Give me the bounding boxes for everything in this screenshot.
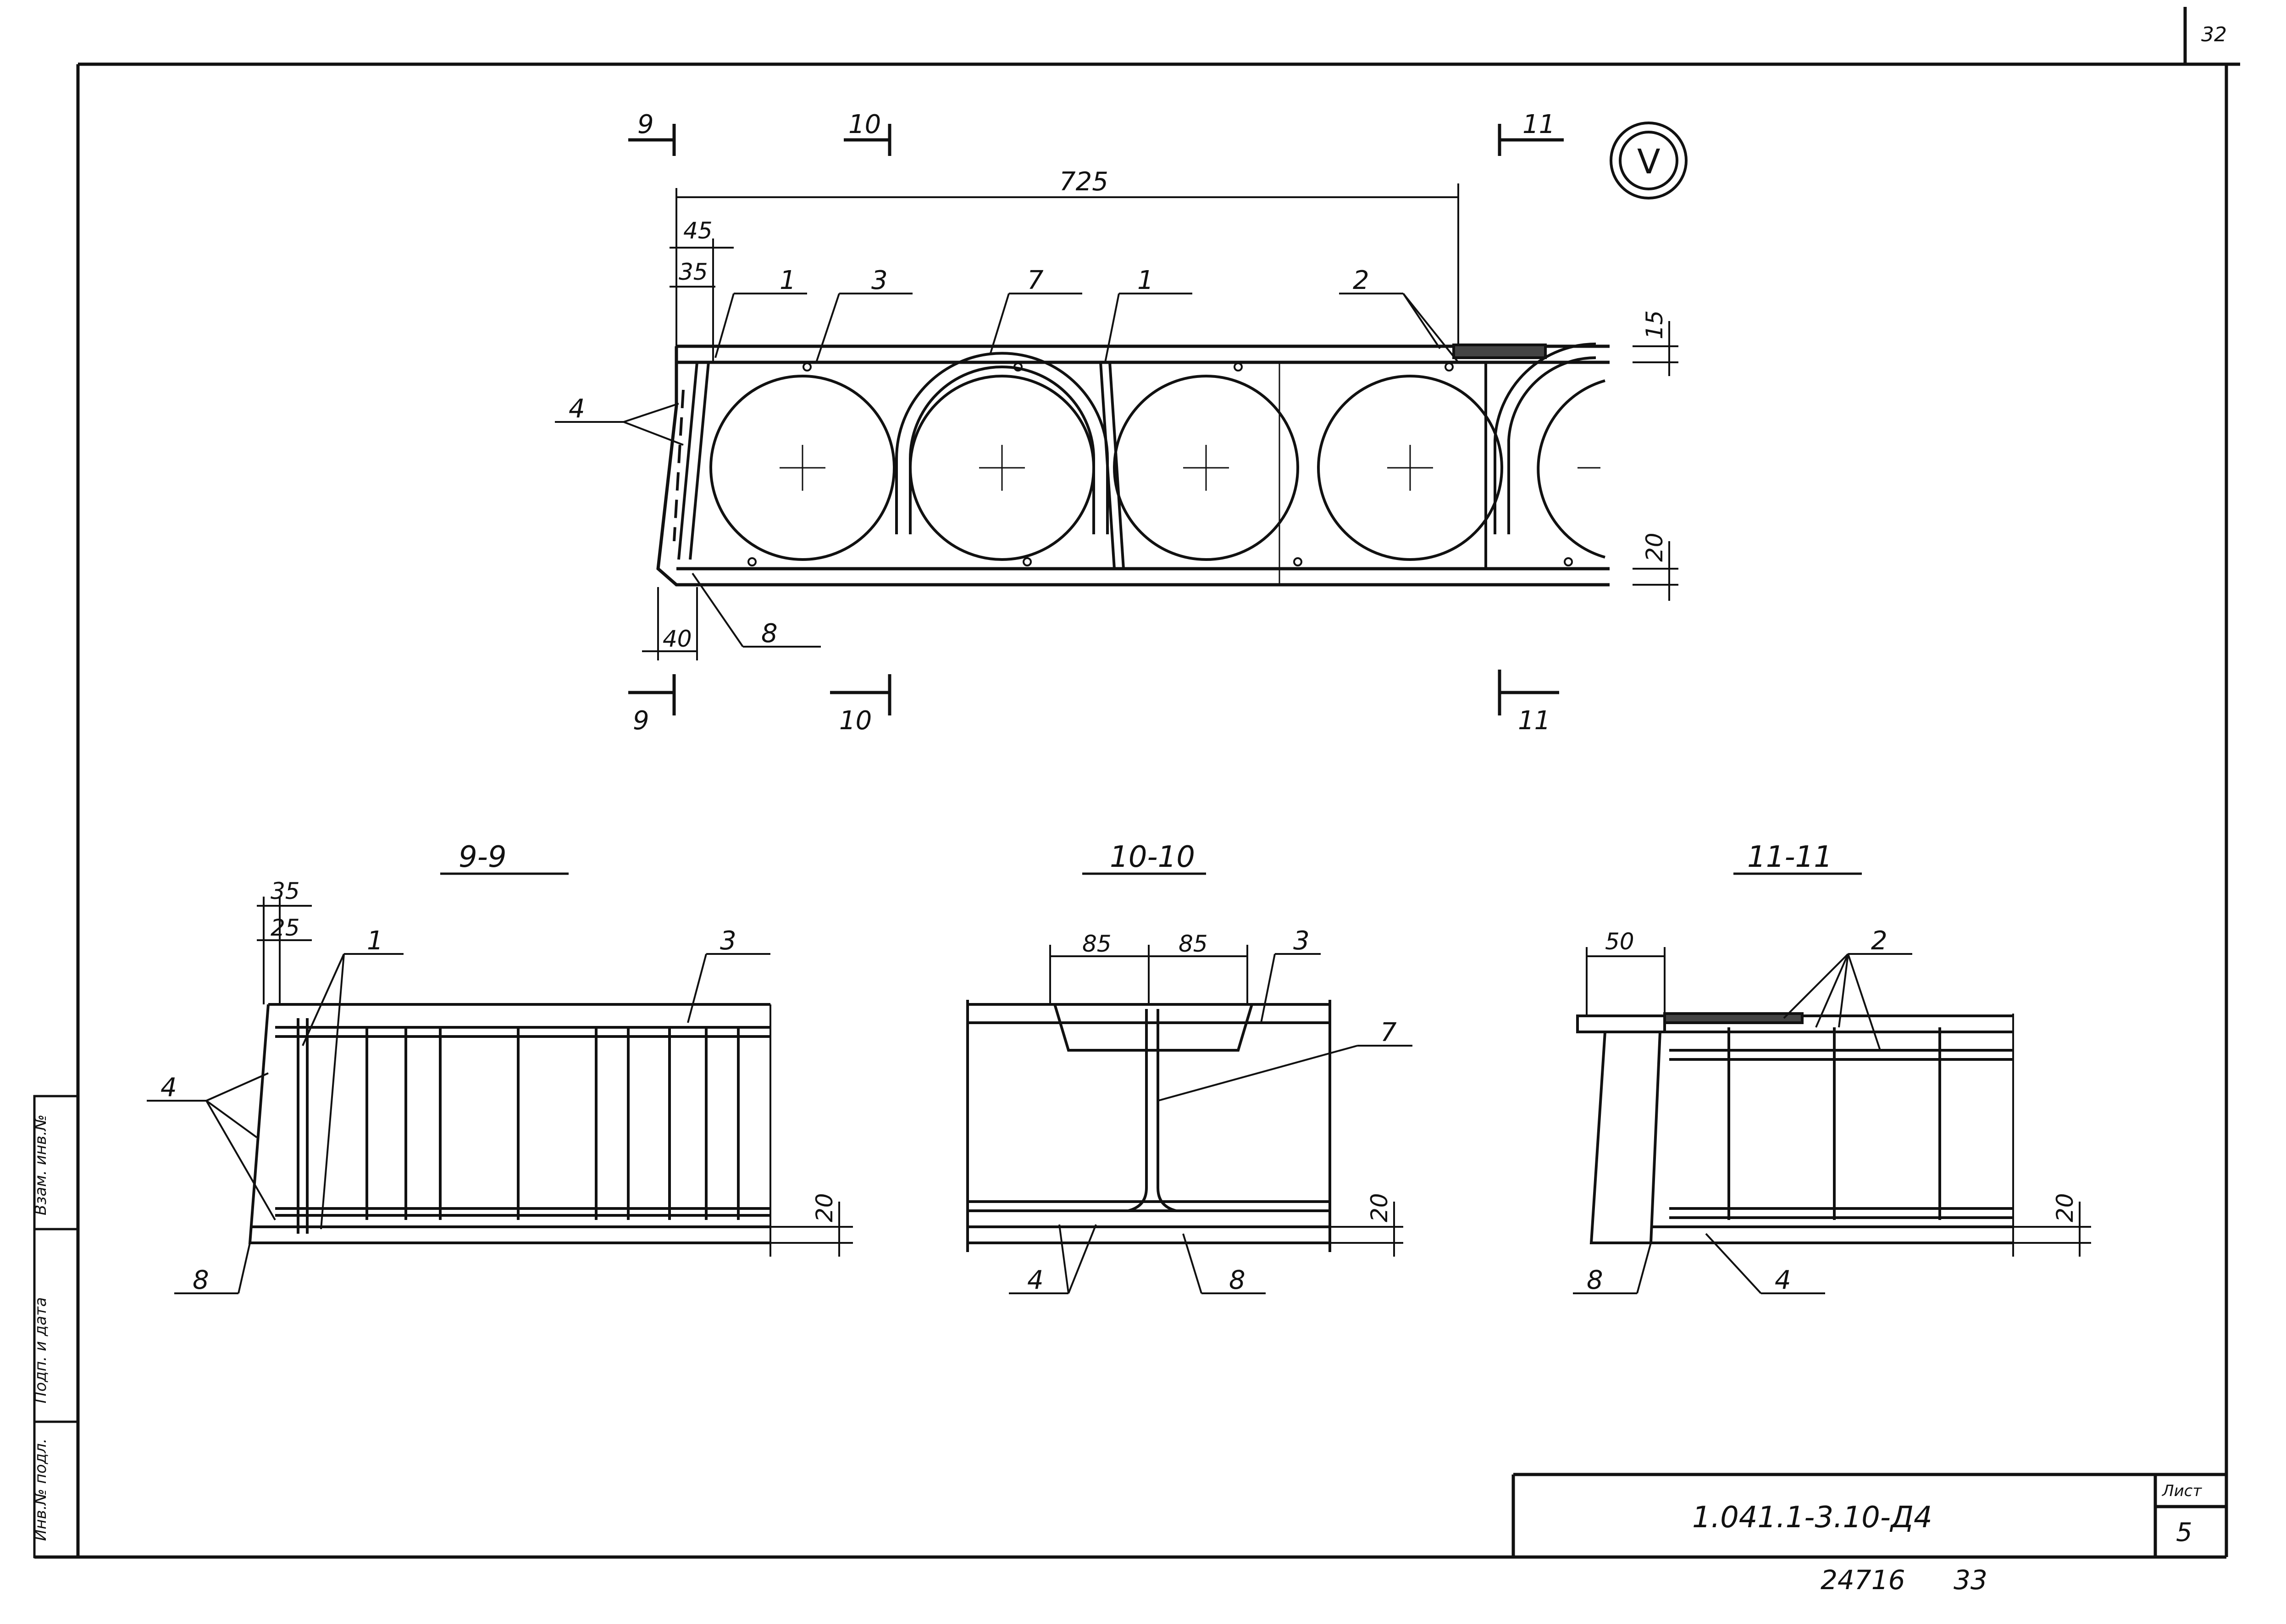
detail-mark-circle bbox=[1610, 122, 1688, 200]
dim-15: 15 bbox=[1641, 310, 1668, 339]
label-bar-7: 7 bbox=[1027, 266, 1044, 295]
dim-35: 35 bbox=[679, 259, 708, 285]
section-11-label-4: 4 bbox=[1775, 1265, 1791, 1295]
cut-11-top: 11 bbox=[1522, 110, 1555, 139]
side-stamp-replace: Взам. инв.№ bbox=[32, 1114, 50, 1215]
section-11-11: 11-11 bbox=[1573, 840, 2091, 1295]
cut-11-bottom: 11 bbox=[1518, 706, 1550, 736]
section-9-title: 9-9 bbox=[459, 840, 507, 874]
section-9-dim-20: 20 bbox=[811, 1193, 838, 1222]
title-block bbox=[1511, 1473, 2226, 1557]
sheet-frame bbox=[34, 7, 2240, 1559]
label-bar-4: 4 bbox=[569, 394, 585, 424]
section-11-title: 11-11 bbox=[1747, 840, 1832, 874]
side-stamp-sign: Подп. и дата bbox=[32, 1297, 50, 1403]
cut-9-top: 9 bbox=[637, 110, 654, 139]
main-leaders bbox=[555, 293, 1459, 648]
section-9-label-1: 1 bbox=[367, 926, 383, 956]
bar-dots bbox=[747, 362, 1573, 566]
section-9-9: 9-9 bbox=[147, 840, 853, 1295]
section-11-label-2: 2 bbox=[1871, 926, 1887, 956]
side-stamp bbox=[33, 1095, 79, 1558]
doc-code: 1.041.1-3.10-Д4 bbox=[1692, 1501, 1932, 1535]
section-11-stirrups bbox=[1727, 1027, 1941, 1220]
section-10-label-4: 4 bbox=[1027, 1265, 1044, 1295]
bottom-code: 24716 bbox=[1821, 1564, 1905, 1596]
dim-40: 40 bbox=[663, 626, 692, 652]
dim-20: 20 bbox=[1641, 532, 1668, 562]
detail-mark-label: V bbox=[1637, 142, 1661, 182]
section-10-label-7: 7 bbox=[1380, 1018, 1397, 1048]
section-9-stirrups bbox=[297, 1018, 740, 1234]
section-10-label-3: 3 bbox=[1293, 926, 1310, 956]
label-bar-3: 3 bbox=[871, 266, 888, 295]
section-9-dim-25: 25 bbox=[271, 915, 300, 941]
sheet-number: 5 bbox=[2176, 1518, 2192, 1547]
section-10-dim-85b: 85 bbox=[1179, 931, 1208, 957]
section-9-label-3: 3 bbox=[720, 926, 736, 956]
cut-10-top: 10 bbox=[848, 110, 881, 139]
section-11-dim-20: 20 bbox=[2052, 1193, 2078, 1222]
label-bar-1-mid: 1 bbox=[1137, 266, 1154, 295]
section-cut-markers bbox=[628, 124, 1564, 715]
main-dimensions bbox=[642, 183, 1678, 660]
cut-9-bottom: 9 bbox=[633, 706, 649, 736]
label-bar-1-left: 1 bbox=[780, 266, 796, 295]
section-9-label-4: 4 bbox=[161, 1073, 177, 1103]
section-10-title: 10-10 bbox=[1110, 840, 1195, 874]
section-10-dim-85a: 85 bbox=[1082, 931, 1112, 957]
page-number: 32 bbox=[2201, 23, 2227, 46]
reinforcement-bars bbox=[673, 342, 1596, 569]
dim-725: 725 bbox=[1059, 167, 1108, 197]
section-11-label-8: 8 bbox=[1587, 1265, 1603, 1295]
section-10-10: 10-10 85 85 bbox=[966, 840, 1412, 1295]
section-10-dim-20: 20 bbox=[1366, 1193, 1393, 1222]
dim-45: 45 bbox=[683, 217, 713, 244]
label-bar-2: 2 bbox=[1353, 266, 1369, 295]
sheet-label: Лист bbox=[2161, 1482, 2202, 1500]
section-9-label-8: 8 bbox=[193, 1265, 209, 1295]
main-section-view: V 725 45 35 40 15 20 1 3 7 1 2 4 8 9 10 … bbox=[555, 110, 1688, 736]
hollow-voids bbox=[709, 375, 1605, 561]
label-bar-8: 8 bbox=[761, 619, 778, 648]
section-11-dim-50: 50 bbox=[1605, 928, 1634, 955]
cut-10-bottom: 10 bbox=[839, 706, 872, 736]
bottom-number: 33 bbox=[1954, 1564, 1987, 1596]
section-10-label-8: 8 bbox=[1229, 1265, 1245, 1295]
section-9-dim-35: 35 bbox=[271, 878, 300, 904]
side-stamp-inv: Инв.№ подл. bbox=[32, 1438, 50, 1541]
